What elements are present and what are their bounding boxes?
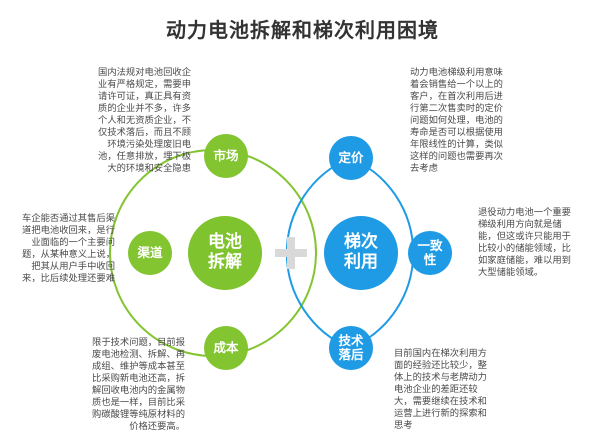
channel-description: 车企能否通过其售后渠 道把电池收回来，是行 业面临的一个主要问 题，从某种意义上… bbox=[22, 213, 115, 284]
technology-lag-node: 技术 落后 bbox=[329, 326, 373, 370]
consistency-node: 一致 性 bbox=[408, 231, 452, 275]
cascade-utilization-center: 梯次 利用 bbox=[324, 216, 398, 290]
cost-description: 限于技术问题，目前报 废电池检测、拆解、再 成组、维护等成本甚至 比采购新电池还… bbox=[92, 337, 185, 432]
pricing-node: 定价 bbox=[329, 136, 373, 180]
cost-node: 成本 bbox=[204, 326, 248, 370]
market-description: 国内法规对电池回收企 业有严格规定，需要申 请许可证，真正具有资 质的企业并不多… bbox=[98, 67, 191, 174]
plus-icon bbox=[275, 237, 307, 269]
battery-dismantling-center: 电池 拆解 bbox=[188, 216, 262, 290]
consistency-description: 退役动力电池一个重要 梯级利用方向就是储 能，但这或许只能用于 比较小的储能领域… bbox=[478, 207, 571, 278]
market-node: 市场 bbox=[204, 134, 248, 178]
technology-description: 目前国内在梯次利用方 面的经验还比较少，整 体上的技术与老牌动力 电池企业的差距… bbox=[394, 348, 487, 431]
pricing-description: 动力电池梯级利用意味 着会销售给一个以上的 客户，在首次利用后进 行第二次售卖时… bbox=[410, 67, 503, 174]
channel-node: 渠道 bbox=[128, 231, 172, 275]
page-title: 动力电池拆解和梯次利用困境 bbox=[166, 18, 439, 42]
